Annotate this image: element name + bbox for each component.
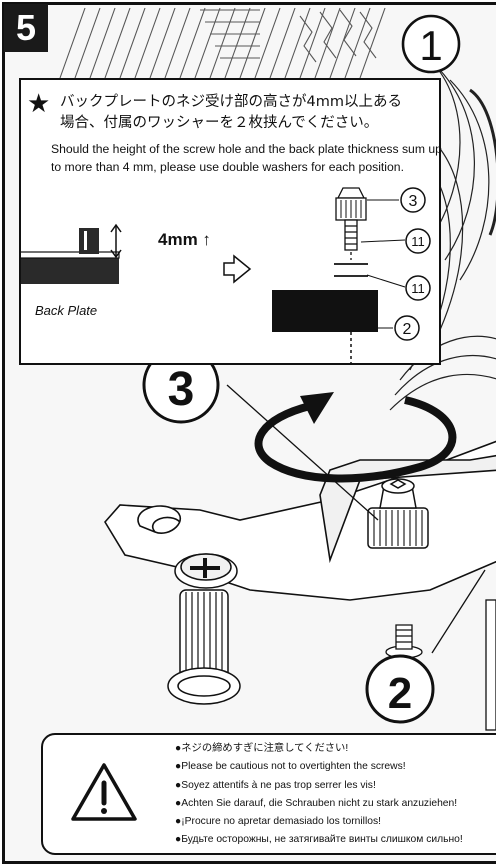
caution-line-ja: ●ネジの締めすぎに注意してください! [175, 743, 349, 754]
step-number: 5 [4, 4, 48, 52]
caution-line-es: ●¡Procure no apretar demasiado los torni… [175, 816, 381, 828]
part-callout-3: 3 [409, 193, 418, 210]
back-plate-shape [21, 258, 119, 284]
note-english: Should the height of the screw hole and … [51, 142, 442, 174]
knurled-nut [367, 478, 429, 549]
arrow-right-icon [223, 254, 252, 284]
caution-line-en: ●Please be cautious not to overtighten t… [175, 761, 406, 773]
threaded-stud [385, 624, 423, 659]
washer-note: ★ バックプレートのネジ受け部の高さが4mm以上ある 場合、付属のワッシャーを２… [19, 78, 442, 365]
part-callout-11a: 11 [411, 234, 425, 249]
leader-bracket [431, 569, 486, 654]
caution-lines: ●ネジの締めすぎに注意してください! ●Please be cautious n… [175, 740, 496, 850]
rotation-arrow-icon [254, 392, 457, 483]
washer-parts [334, 263, 368, 277]
caution-line-fr: ●Soyez attentifs à ne pas trop serrer le… [175, 779, 376, 791]
height-label: 4mm ↑ [158, 230, 211, 249]
warning-triangle-icon [71, 763, 137, 821]
note-jp-line-2: 場合、付属のワッシャーを２枚挟んでください。 [60, 115, 379, 131]
small-callouts: 3 11 11 2 [394, 187, 431, 341]
leader-screw [226, 384, 379, 521]
callout-3-main: 3 [142, 346, 220, 424]
part-callout-11b: 11 [411, 281, 425, 296]
standoff-left [167, 553, 241, 705]
callout-2-main-text: 2 [388, 669, 412, 718]
callout-3-main-text: 3 [168, 363, 195, 416]
screw-boss-shape [79, 228, 99, 254]
callout-2-main: 2 [365, 654, 435, 724]
note-japanese: バックプレートのネジ受け部の高さが4mm以上ある 場合、付属のワッシャーを２枚挟… [60, 92, 435, 134]
star-icon: ★ [27, 88, 51, 118]
fan-blades [389, 59, 496, 411]
screw-part [335, 187, 367, 260]
note-jp-line-1: バックプレートのネジ受け部の高さが4mm以上ある [60, 94, 402, 110]
caution-line-ru: ●Будьте осторожны, не затягивайте винты … [175, 834, 463, 846]
heatsink-fins [59, 7, 386, 79]
back-plate-label: Back Plate [35, 303, 98, 318]
washer-diagram: 3 11 11 2 [21, 187, 431, 363]
caution-box: ●ネジの締めすぎに注意してください! ●Please be cautious n… [41, 733, 496, 855]
callout-1-text: 1 [419, 22, 442, 69]
backplate-block [272, 290, 378, 332]
caution-line-de: ●Achten Sie darauf, die Schrauben nicht … [175, 797, 458, 809]
callout-1: 1 [401, 14, 461, 74]
part-callout-2: 2 [403, 321, 412, 338]
up-down-arrow-icon [110, 223, 122, 259]
